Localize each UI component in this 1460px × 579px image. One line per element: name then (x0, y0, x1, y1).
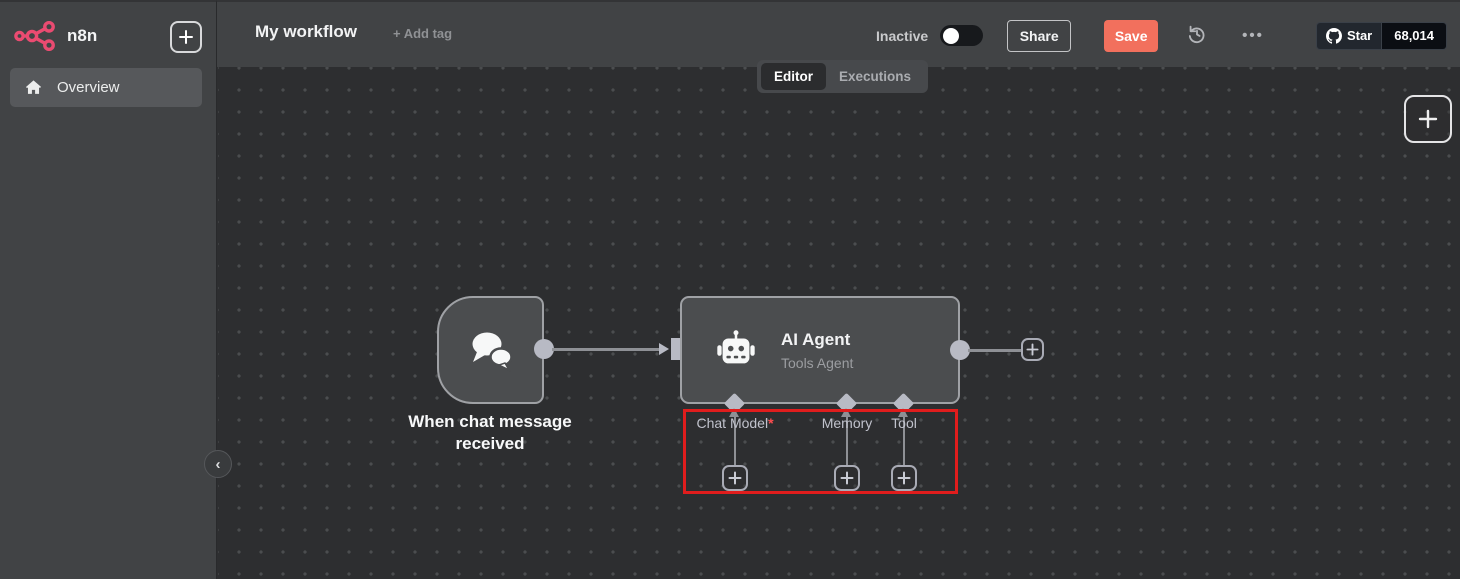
workflow-status-label: Inactive (876, 27, 929, 44)
plus-icon (840, 471, 854, 485)
add-tag-button[interactable]: + Add tag (393, 26, 453, 41)
workflow-title[interactable]: My workflow (255, 22, 358, 41)
memory-wire (845, 414, 848, 465)
n8n-logo-icon (14, 21, 60, 51)
header-actions: Inactive Share Save ••• (876, 2, 1447, 69)
ellipsis-icon: ••• (1242, 27, 1264, 44)
plus-icon (897, 471, 911, 485)
sidebar-item-overview[interactable]: Overview (10, 68, 202, 107)
add-node-button[interactable] (1404, 95, 1452, 143)
plus-icon (1417, 108, 1439, 130)
more-options-button[interactable]: ••• (1242, 27, 1264, 44)
github-star-label: Star (1346, 28, 1373, 43)
agent-output-port[interactable] (950, 340, 970, 360)
tool-wire-arrow-icon (898, 408, 908, 417)
brand-logo[interactable]: n8n (14, 21, 97, 51)
github-star-count[interactable]: 68,014 (1381, 22, 1446, 49)
github-star-widget[interactable]: Star 68,014 (1315, 21, 1447, 50)
plus-icon (178, 29, 194, 45)
chat-model-wire-arrow-icon (729, 408, 739, 417)
agent-node-title: AI Agent (781, 329, 851, 349)
chevron-left-icon: ‹ (215, 455, 221, 473)
trigger-node-label: When chat message received (408, 412, 572, 454)
agent-node-subtitle: Tools Agent (781, 354, 854, 371)
github-star-button[interactable]: Star (1316, 22, 1382, 49)
tool-wire (902, 414, 905, 465)
chat-bubbles-icon (467, 328, 515, 372)
home-icon (24, 78, 43, 97)
plus-icon (728, 471, 742, 485)
robot-icon (713, 327, 759, 373)
add-tool-button[interactable] (891, 465, 917, 491)
history-button[interactable] (1186, 23, 1208, 48)
plus-icon (1026, 343, 1039, 356)
toggle-knob (943, 27, 960, 44)
output-wire[interactable] (968, 349, 1022, 352)
node-chat-trigger[interactable] (437, 296, 544, 404)
wire-arrowhead-icon (659, 343, 669, 355)
sidebar-item-label: Overview (57, 79, 120, 96)
connection-wire[interactable] (552, 348, 660, 351)
share-button[interactable]: Share (1007, 19, 1072, 52)
tool-port-label: Tool (891, 415, 917, 431)
trigger-output-port[interactable] (534, 339, 554, 359)
view-tabs: Editor Executions (757, 60, 929, 93)
history-icon (1186, 23, 1208, 48)
sidebar-collapse-button[interactable]: ‹ (204, 450, 232, 478)
top-bar: My workflow + Add tag Inactive Share Sav… (217, 0, 1460, 67)
chat-model-port-label: Chat Model* (696, 415, 774, 431)
active-toggle[interactable] (940, 25, 984, 46)
brand-name: n8n (67, 26, 98, 45)
node-ai-agent[interactable]: AI Agent Tools Agent (680, 296, 960, 404)
tab-executions[interactable]: Executions (839, 69, 912, 84)
add-next-node-button[interactable] (1021, 338, 1044, 361)
sidebar: n8n Overview (0, 0, 217, 579)
required-marker: * (768, 415, 774, 431)
chat-model-wire (733, 414, 736, 465)
new-workflow-button[interactable] (170, 21, 202, 53)
memory-wire-arrow-icon (841, 408, 851, 417)
github-icon (1325, 27, 1342, 44)
save-button[interactable]: Save (1104, 19, 1159, 52)
tab-editor[interactable]: Editor (761, 63, 826, 90)
memory-port-label: Memory (821, 415, 873, 431)
add-chat-model-button[interactable] (722, 465, 748, 491)
agent-input-port[interactable] (671, 338, 680, 360)
add-memory-button[interactable] (834, 465, 860, 491)
